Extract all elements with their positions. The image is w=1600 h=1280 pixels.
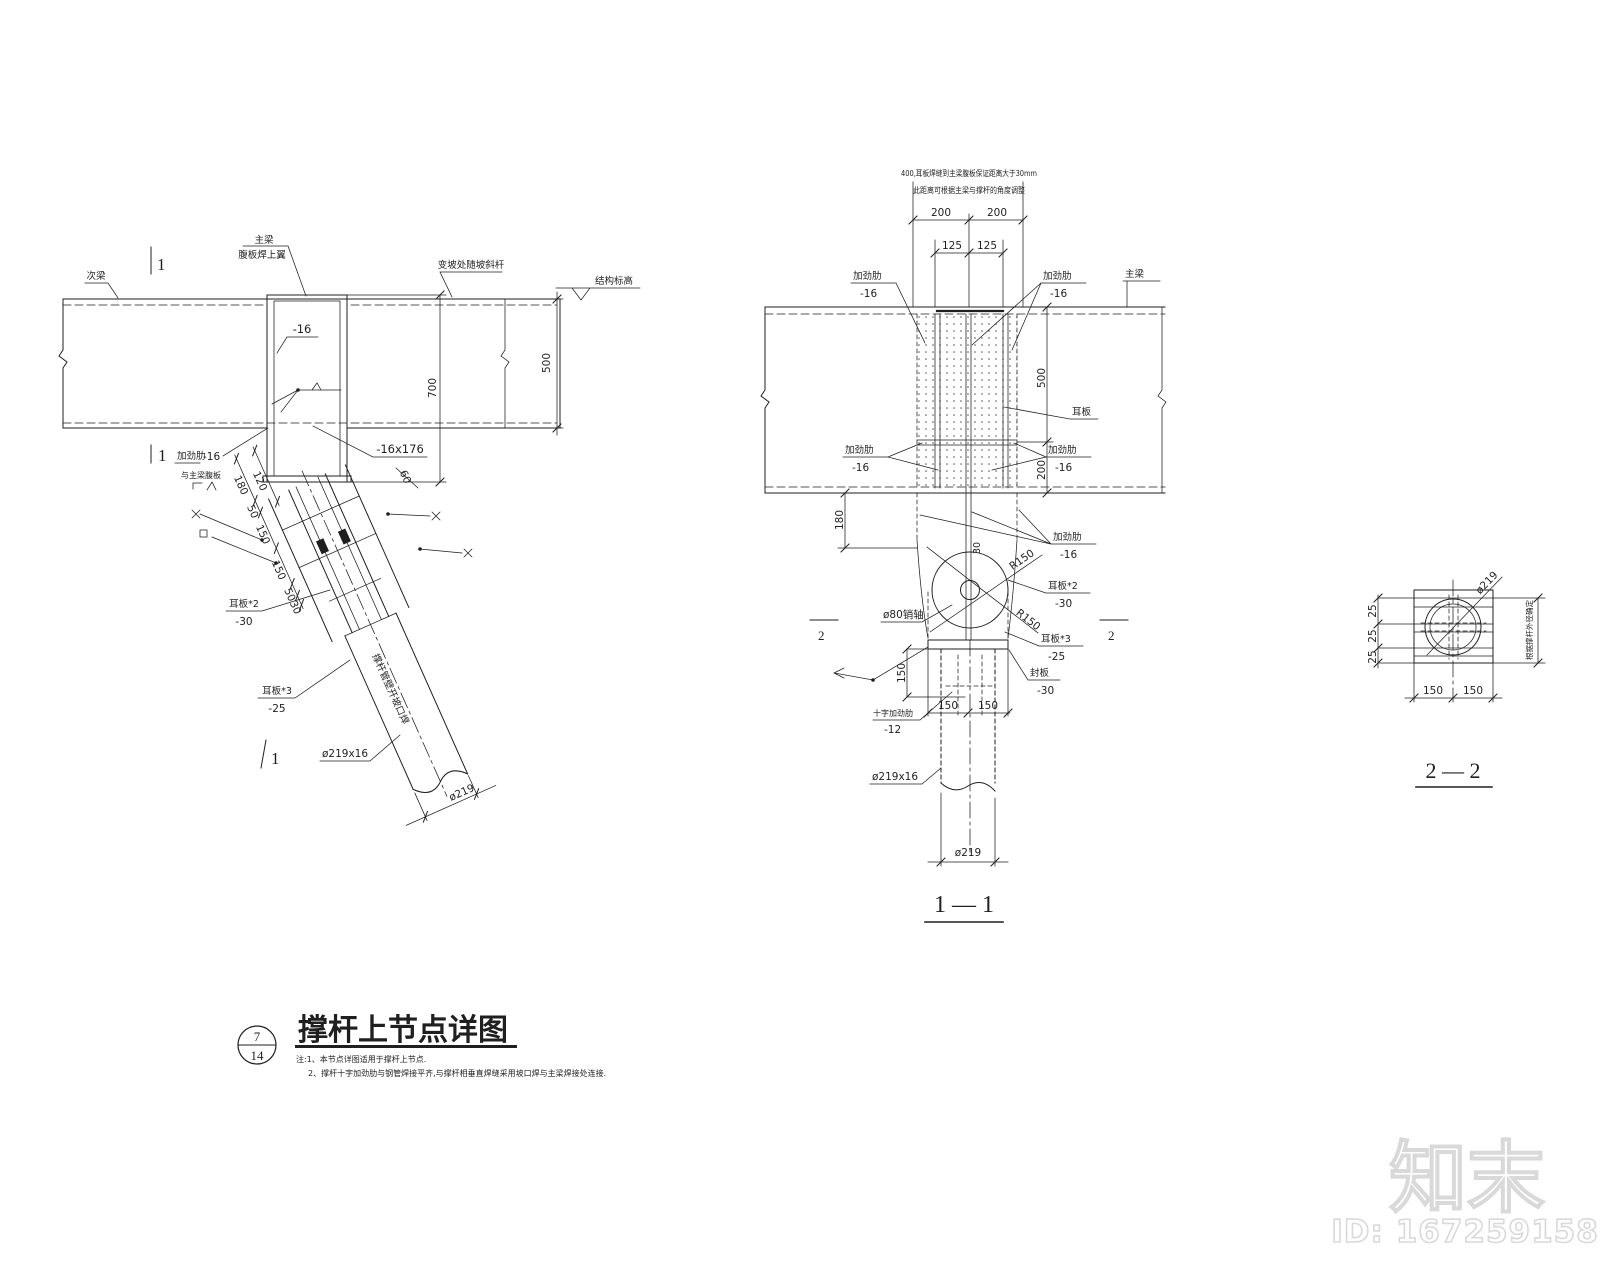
detail-number: 7 — [254, 1029, 261, 1044]
lug3-thk-label: -25 — [1048, 651, 1065, 663]
pipe-spec-label: ø219x16 — [872, 771, 918, 783]
section-1-1: 400,耳板焊缝到主梁腹板保证距离大于30mm 此距离可根据主梁与撑杆的角度调整… — [760, 168, 1167, 923]
section-mark-2-right: 2 — [1108, 628, 1115, 643]
dim-200v-label: 200 — [1036, 460, 1048, 480]
section-mark-1-bottom: 1 — [271, 749, 280, 768]
drawing-note-2: 2、撑杆十字加劲肋与钢管焊接平齐,与撑杆相垂直焊缝采用坡口焊与主梁焊接处连接. — [308, 1068, 606, 1078]
stiffener-br: 加劲肋 — [1053, 531, 1082, 543]
dim-150-left: 150 — [1423, 685, 1443, 697]
pipe-spec-label: ø219x16 — [322, 748, 368, 760]
lug-label: 耳板 — [1072, 406, 1092, 418]
dim-180-label: 180 — [834, 510, 846, 530]
section-2-2: 25 25 25 150 150 ø219 根据撑杆外径确定 2 — 2 — [1367, 569, 1546, 788]
title-underline — [295, 1045, 517, 1048]
cap-plate-label: 封板 — [1030, 667, 1050, 679]
pin-label: ø80销轴 — [883, 608, 924, 621]
stiffener-tr: 加劲肋 — [1043, 270, 1072, 282]
stiffener-mr-thk: -16 — [1055, 462, 1072, 474]
cross-stiffener-thk: -12 — [884, 724, 901, 736]
plate-16-label: -16 — [293, 322, 312, 336]
dim-500-label: 500 — [1036, 368, 1048, 388]
dim-200-left: 200 — [931, 207, 951, 219]
stiffener-mr: 加劲肋 — [1048, 444, 1077, 456]
stiffener-tl-thk: -16 — [860, 288, 877, 300]
note-line1: 400,耳板焊缝到主梁腹板保证距离大于30mm — [901, 168, 1037, 178]
note-line2: 此距离可根据主梁与撑杆的角度调整 — [913, 185, 1025, 195]
left-view: 180 50 150 150 50 30 120 撑杆管壁开坡口焊 ø219 次… — [58, 234, 641, 826]
cap-plate-thk: -30 — [1037, 685, 1054, 697]
section-1-1-geometry — [760, 181, 1167, 923]
dim-25-a: 25 — [1367, 604, 1379, 617]
section-mark-2-left: 2 — [818, 628, 825, 643]
stiffener-br-thk: -16 — [1060, 549, 1077, 561]
stiffener-ml: 加劲肋 — [845, 444, 874, 456]
stiffener-label: 加劲肋 — [177, 450, 206, 462]
stiffener-thk-label: -16 — [203, 451, 220, 463]
column-label-line2: 腹板焊上翼 — [238, 249, 286, 261]
dim-125-left: 125 — [942, 240, 962, 252]
lug3-label: 耳板*3 — [262, 685, 292, 697]
dim-25-c: 25 — [1367, 650, 1379, 663]
drawing-note-1: 注:1、本节点详图适用于撑杆上节点. — [296, 1054, 426, 1064]
stiffener-ml-thk: -16 — [852, 462, 869, 474]
dim-30-label: 30 — [972, 542, 983, 554]
left-view-geometry — [58, 245, 641, 769]
main-beam-label: 主梁 — [1125, 268, 1145, 280]
slope-brace-label: 变坡处随坡斜杆 — [438, 259, 505, 271]
section-mark-1-top: 1 — [157, 255, 166, 274]
section-1-1-title: 1 — 1 — [934, 892, 994, 918]
lug2-thk-label: -30 — [235, 616, 252, 628]
lug3-thk-label: -25 — [268, 703, 285, 715]
web-label: 与主梁腹板 — [181, 470, 221, 480]
dim-150l-label: 150 — [938, 700, 958, 712]
stiffener-tr-thk: -16 — [1050, 288, 1067, 300]
brace-dim-50b: 50 — [281, 586, 297, 603]
section-2-2-geometry — [1373, 576, 1546, 788]
lug2-thk-label: -30 — [1055, 598, 1072, 610]
section-2-2-title: 2 — 2 — [1426, 758, 1481, 783]
dim-125-right: 125 — [977, 240, 997, 252]
dim-150-right: 150 — [1463, 685, 1483, 697]
watermark: 知末 ID: 167259158 — [1330, 1133, 1599, 1251]
sheet-number: 14 — [251, 1048, 265, 1063]
lug3-label: 耳板*3 — [1041, 633, 1071, 645]
stiffener-tl: 加劲肋 — [853, 270, 882, 282]
column-label-line1: 主梁 — [254, 234, 274, 246]
pipe-spec-leader — [319, 734, 401, 762]
brace-dim-30: 30 — [287, 599, 303, 616]
title-block: 7 14 撑杆上节点详图 注:1、本节点详图适用于撑杆上节点. 2、撑杆十字加劲… — [237, 1013, 606, 1078]
brace-dim-50a: 50 — [244, 503, 260, 520]
elevation-label: 结构标高 — [595, 275, 633, 287]
watermark-brand: 知末 — [1389, 1134, 1545, 1224]
dim-500-label: 500 — [541, 353, 553, 373]
section-mark-1-mid: 1 — [158, 446, 167, 465]
drawing-title: 撑杆上节点详图 — [298, 1013, 508, 1048]
watermark-id: ID: 167259158 — [1331, 1214, 1599, 1250]
beam-label: 次梁 — [86, 270, 106, 282]
side-note-label: 根据撑杆外径确定 — [1524, 600, 1534, 660]
dim-200-right: 200 — [987, 207, 1007, 219]
cross-stiffener-label: 十字加劲肋 — [873, 708, 913, 718]
lug2-label: 耳板*2 — [229, 598, 259, 610]
plate-16x176-label: -16x176 — [376, 442, 424, 456]
dim-150v-label: 150 — [896, 663, 908, 683]
pipe-dia-label: ø219 — [955, 847, 981, 859]
dim-150r-label: 150 — [978, 700, 998, 712]
dim-60-label: 60 — [397, 468, 413, 485]
dim-700-label: 700 — [427, 378, 439, 398]
dim-25-b: 25 — [1367, 629, 1379, 642]
lug2-label: 耳板*2 — [1048, 580, 1078, 592]
